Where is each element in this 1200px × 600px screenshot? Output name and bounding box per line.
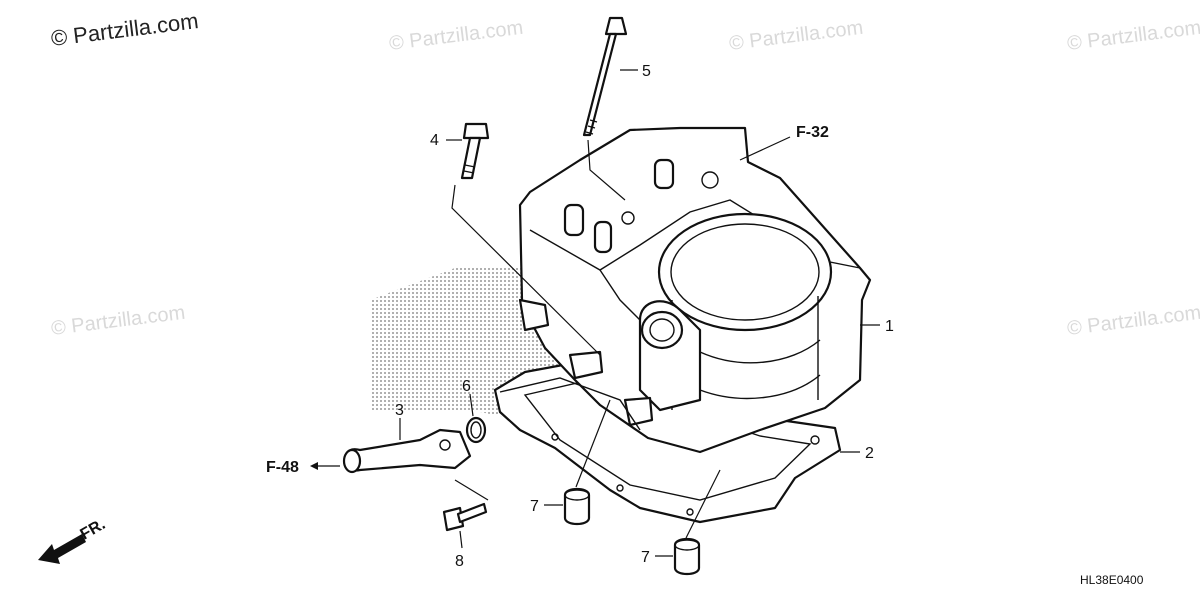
reference-f32: F-32 — [796, 124, 829, 141]
callout-7-upper: 7 — [530, 498, 539, 515]
watermark: © Partzilla.com — [1066, 302, 1200, 340]
callout-5: 5 — [642, 63, 651, 80]
cylinder-block — [499, 126, 872, 454]
leader-f32 — [739, 136, 791, 161]
callout-6: 6 — [462, 378, 471, 395]
watermark: © Partzilla.com — [388, 17, 524, 55]
watermark: © Partzilla.com — [1066, 17, 1200, 55]
stud-bolt — [582, 16, 628, 137]
dowel-pin-upper — [563, 487, 591, 526]
water-pipe — [342, 428, 472, 474]
leader-gasket-pin2 — [685, 469, 721, 539]
leader-gasket-pin — [575, 399, 611, 488]
reference-f48: F-48 — [266, 459, 299, 476]
callout-8: 8 — [455, 553, 464, 570]
callout-7-lower: 7 — [641, 549, 650, 566]
leader-8-guide — [454, 479, 489, 501]
flange-bolt — [460, 122, 490, 180]
callout-2: 2 — [865, 445, 874, 462]
watermark-main: © Partzilla.com — [50, 8, 200, 51]
small-bolt — [442, 502, 488, 532]
leader-4-guide — [451, 184, 601, 356]
arrow-f48 — [310, 462, 318, 470]
watermark: © Partzilla.com — [728, 17, 864, 55]
dowel-pin-lower — [673, 537, 701, 576]
leader-8 — [459, 530, 463, 549]
front-direction-indicator: FR. — [38, 516, 108, 564]
callout-1: 1 — [885, 318, 894, 335]
watermark: © Partzilla.com — [50, 302, 186, 340]
leader-6 — [469, 393, 474, 417]
leader-5-guide — [587, 139, 626, 201]
callout-3: 3 — [395, 402, 404, 419]
o-ring — [465, 416, 487, 444]
callout-4: 4 — [430, 132, 439, 149]
diagram-code: HL38E0400 — [1080, 573, 1144, 587]
front-arrow-icon — [38, 534, 86, 564]
